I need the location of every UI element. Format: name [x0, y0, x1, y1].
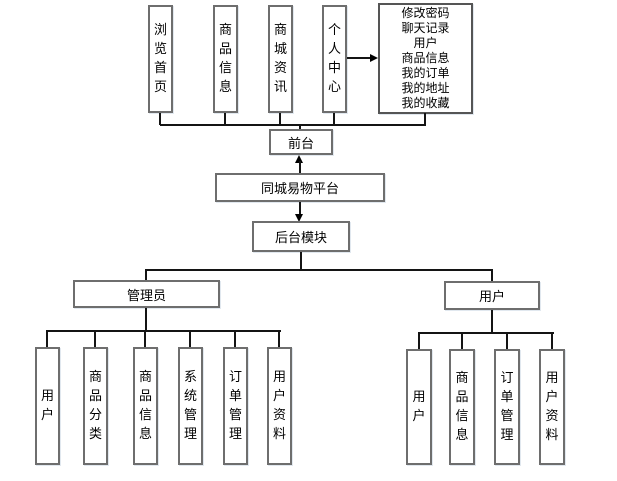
- connector-stub: [224, 113, 226, 125]
- connector-stub: [94, 330, 96, 347]
- connector-stub: [299, 124, 301, 130]
- node-user: 用户: [444, 281, 540, 310]
- node-user-profile-label: 用户资料: [545, 371, 559, 443]
- connector-stub: [145, 308, 147, 332]
- connector-stub: [333, 113, 335, 125]
- node-admin-user-profile-label: 用户资料: [272, 370, 286, 442]
- node-backend-module: 后台模块: [252, 221, 350, 252]
- connector-stub: [506, 332, 508, 349]
- node-admin-system-mgmt: 系统管理: [178, 347, 203, 465]
- node-admin-order-mgmt: 订单管理: [223, 347, 248, 465]
- personal-center-detail-list: 修改密码 聊天记录 用户 商品信息 我的订单 我的地址 我的收藏: [401, 6, 450, 110]
- node-user-product-info-label: 商品信息: [455, 371, 469, 443]
- node-admin-users: 用户: [35, 347, 60, 465]
- connector-personal-to-details: [347, 57, 371, 59]
- node-admin: 管理员: [73, 280, 220, 308]
- connector-stub: [144, 330, 146, 347]
- connector-stub: [279, 113, 281, 125]
- connector-stub: [424, 113, 426, 125]
- connector-split-bus: [145, 269, 493, 271]
- arrow-down-icon: [295, 214, 303, 222]
- node-front-desk-label: 前台: [287, 136, 314, 152]
- connector-stub: [46, 330, 48, 347]
- connector-user-bus: [418, 332, 554, 334]
- connector-stub: [278, 330, 280, 347]
- node-product-info-front: 商品信息: [213, 5, 238, 113]
- node-front-desk: 前台: [269, 129, 333, 155]
- node-browse-home: 浏览首页: [148, 5, 173, 113]
- connector-stub: [491, 310, 493, 334]
- connector-stub: [461, 332, 463, 349]
- personal-center-detail-box: 修改密码 聊天记录 用户 商品信息 我的订单 我的地址 我的收藏: [378, 3, 473, 114]
- connector-top-bus: [160, 124, 426, 126]
- node-platform: 同城易物平台: [215, 173, 385, 202]
- connector-stub: [300, 252, 302, 271]
- node-platform-label: 同城易物平台: [260, 182, 339, 197]
- connector-stub: [551, 332, 553, 349]
- connector-stub: [234, 330, 236, 347]
- node-mall-news-label: 商城资讯: [273, 23, 287, 95]
- connector-platform-back: [299, 202, 301, 215]
- arrow-right-icon: [370, 54, 378, 62]
- connector-stub: [159, 113, 161, 125]
- connector-stub: [145, 269, 147, 281]
- node-admin-product-category-label: 商品分类: [88, 370, 102, 442]
- node-mall-news: 商城资讯: [268, 5, 293, 113]
- connector-stub: [418, 332, 420, 349]
- node-user-product-info: 商品信息: [449, 349, 475, 465]
- node-admin-product-category: 商品分类: [83, 347, 108, 465]
- node-user-label: 用户: [478, 290, 505, 305]
- node-personal-center-label: 个人中心: [327, 23, 341, 95]
- node-personal-center: 个人中心: [322, 5, 347, 113]
- connector-stub: [189, 330, 191, 347]
- connector-platform-front: [299, 161, 301, 174]
- node-user-users-label: 用户: [412, 390, 426, 424]
- node-admin-system-mgmt-label: 系统管理: [183, 370, 197, 442]
- node-admin-label: 管理员: [126, 288, 166, 304]
- arrow-up-icon: [295, 155, 303, 163]
- node-browse-home-label: 浏览首页: [153, 23, 167, 95]
- node-admin-user-profile: 用户资料: [267, 347, 292, 465]
- node-admin-product-info-label: 商品信息: [138, 370, 152, 442]
- node-backend-module-label: 后台模块: [274, 231, 327, 246]
- node-user-users: 用户: [406, 349, 432, 465]
- node-product-info-front-label: 商品信息: [218, 23, 232, 95]
- node-user-order-mgmt-label: 订单管理: [500, 371, 514, 443]
- connector-stub: [491, 269, 493, 282]
- node-user-order-mgmt: 订单管理: [494, 349, 520, 465]
- node-admin-product-info: 商品信息: [133, 347, 158, 465]
- node-admin-users-label: 用户: [40, 389, 54, 423]
- node-admin-order-mgmt-label: 订单管理: [228, 370, 242, 442]
- node-user-profile: 用户资料: [539, 349, 565, 465]
- connector-admin-bus: [46, 330, 281, 332]
